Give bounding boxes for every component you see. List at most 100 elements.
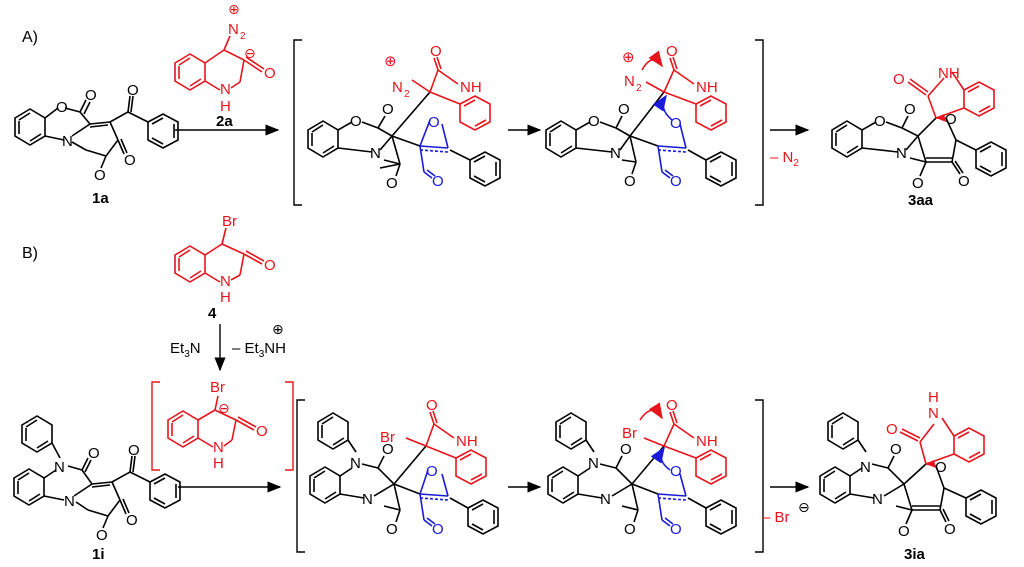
atom-o: O: [382, 441, 394, 458]
atom-n2: N: [228, 21, 239, 38]
atom-o: O: [670, 521, 682, 538]
atom-o: O: [88, 445, 100, 462]
atom-o: O: [958, 173, 970, 190]
anion-atoms: Br ⊖ O N H: [210, 379, 268, 472]
atom-o: O: [624, 521, 636, 538]
atom-nh: NH: [696, 433, 718, 450]
atom-n: N: [220, 273, 231, 290]
reagent-2a-atoms: N 2 ⊕ ⊖ O N H: [220, 2, 276, 115]
anion-bracket-left: [151, 381, 160, 471]
atom-o: O: [428, 114, 440, 131]
compound-1a-structure: [14, 95, 179, 169]
atom-n: N: [62, 133, 73, 150]
atom-o: O: [350, 113, 362, 130]
intermediate-b2-structure: Br O NH N O N O O O: [547, 397, 737, 538]
atom-n: N: [213, 439, 224, 456]
atom-br: Br: [380, 429, 395, 446]
reagent-4-label: 4: [208, 305, 217, 322]
atom-h: H: [220, 98, 231, 115]
atom-n2: N: [392, 79, 403, 96]
bracket-right: [755, 399, 764, 553]
atom-o: O: [670, 463, 682, 480]
atom-o: O: [874, 113, 886, 130]
atom-br: Br: [622, 425, 637, 442]
atom-n: N: [220, 81, 231, 98]
atom-n2-sub: 2: [240, 31, 246, 42]
byproduct-et3nh: – Et3NH: [232, 340, 286, 360]
atom-h: H: [220, 289, 231, 306]
anion-structure: [167, 395, 257, 448]
atom-n: N: [600, 491, 611, 508]
atom-n: N: [588, 455, 599, 472]
atom-o: O: [256, 423, 268, 440]
intermediate-b1-structure: Br O NH N O N O O O: [309, 397, 499, 538]
elimination-br: – Br: [762, 509, 790, 526]
atom-o: O: [898, 523, 910, 540]
bracket-right: [755, 39, 764, 206]
atom-o: O: [85, 87, 97, 104]
product-3aa-structure: O NH O O N O O O: [831, 65, 1007, 192]
compound-1i-structure: [13, 415, 181, 529]
atom-n: N: [860, 459, 871, 476]
atom-o: O: [944, 521, 956, 538]
atom-n: N: [362, 491, 373, 508]
atom-n2-sub: 2: [636, 83, 642, 94]
base-et3n: Et3N: [170, 340, 201, 360]
atom-n: N: [370, 145, 381, 162]
atom-o: O: [432, 173, 444, 190]
compound-1a-atoms: O O N O O O: [56, 82, 139, 184]
atom-o: O: [426, 397, 438, 414]
atom-o: O: [432, 521, 444, 538]
atom-o: O: [890, 441, 902, 458]
atom-n2-sub: 2: [404, 89, 410, 100]
atom-o: O: [56, 99, 68, 116]
compound-1i-atoms: N O N O O O: [54, 442, 140, 544]
atom-o: O: [128, 442, 140, 459]
atom-n: N: [350, 455, 361, 472]
atom-n: N: [896, 145, 907, 162]
atom-o: O: [264, 65, 276, 82]
product-3ia-label: 3ia: [904, 546, 926, 563]
atom-o: O: [127, 82, 139, 99]
atom-o: O: [670, 173, 682, 190]
atom-o: O: [886, 421, 898, 438]
atom-n: N: [64, 493, 75, 510]
minus-charge-icon: ⊖: [798, 500, 810, 516]
plus-charge-icon: ⊕: [384, 53, 397, 70]
atom-o: O: [904, 101, 916, 118]
atom-h: H: [213, 455, 224, 472]
reagent-2a-structure: [174, 35, 265, 91]
product-3ia-structure: O N H N O N O O O: [819, 389, 997, 540]
compound-1a-label: 1a: [92, 190, 109, 207]
atom-n: N: [872, 491, 883, 508]
plus-charge-icon: ⊕: [622, 49, 635, 66]
atom-o: O: [386, 175, 398, 192]
anion-bracket-right: [285, 381, 294, 471]
atom-n: N: [928, 405, 939, 422]
atom-o: O: [124, 152, 136, 169]
plus-charge-icon: ⊕: [228, 2, 240, 18]
atom-o: O: [893, 71, 905, 88]
intermediate-a2-structure: ⊕ N 2 O NH O O N O O O: [545, 43, 737, 190]
bracket-left: [296, 399, 305, 553]
atom-o: O: [588, 113, 600, 130]
atom-o: O: [945, 111, 957, 128]
atom-nh: NH: [696, 79, 718, 96]
atom-o: O: [264, 257, 276, 274]
atom-o: O: [666, 397, 678, 414]
reagent-2a-label: 2a: [216, 113, 233, 130]
atom-n2: N: [624, 73, 635, 90]
atom-br: Br: [210, 379, 225, 396]
atom-o: O: [620, 441, 632, 458]
minus-charge-icon: ⊖: [244, 46, 256, 62]
atom-br: Br: [222, 213, 237, 230]
atom-o: O: [96, 527, 108, 544]
atom-o: O: [382, 101, 394, 118]
section-b-label: B): [22, 245, 38, 262]
atom-o: O: [426, 463, 438, 480]
reagent-4-atoms: Br O N H: [220, 213, 276, 306]
atom-n: N: [54, 459, 65, 476]
bracket-left: [293, 39, 302, 206]
